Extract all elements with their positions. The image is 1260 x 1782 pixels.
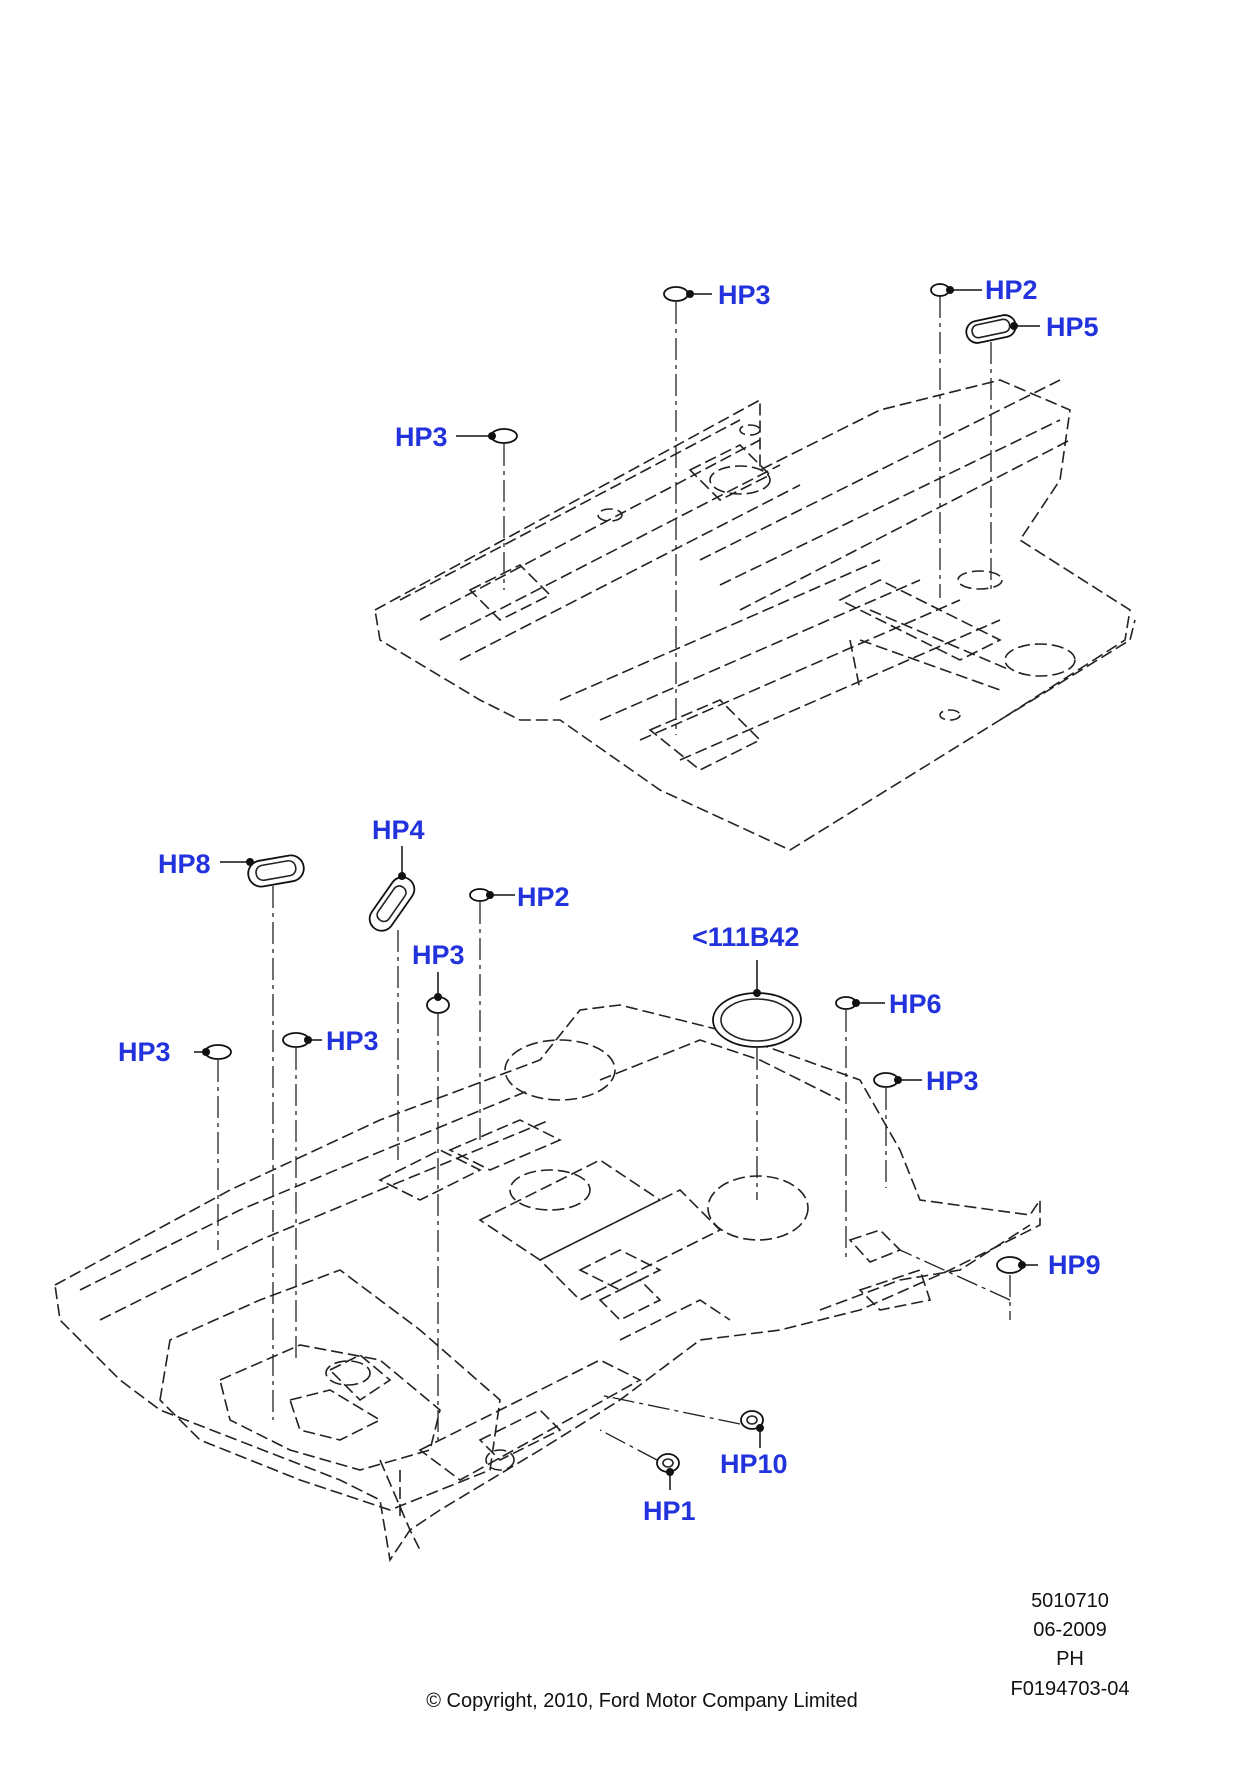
callout-hp6: HP6 <box>889 989 942 1019</box>
callout-hp10: HP10 <box>720 1449 788 1479</box>
copyright-notice: © Copyright, 2010, Ford Motor Company Li… <box>426 1690 858 1712</box>
plug-hp8 <box>247 854 305 888</box>
rear-floor-pan <box>54 1004 1041 1563</box>
plug-hp10 <box>740 1410 764 1430</box>
plug-hp4 <box>368 876 416 932</box>
callout-hp5: HP5 <box>1046 312 1099 342</box>
figure-number: F0194703-04 <box>1011 1678 1130 1700</box>
callout-hp3-d: HP3 <box>926 1066 979 1096</box>
plug-hp3-a <box>663 286 689 302</box>
lower-fasteners <box>194 846 1038 1490</box>
drawing-ph: PH <box>1056 1648 1084 1670</box>
callout-111b42: <111B42 <box>692 922 799 952</box>
upper-fasteners <box>456 283 1040 735</box>
callout-hp3-c: HP3 <box>412 940 465 970</box>
drawing-code: 5010710 <box>1031 1590 1109 1612</box>
callout-hp1: HP1 <box>643 1496 696 1526</box>
front-floor-pan <box>374 379 1136 851</box>
drawing-date: 06-2009 <box>1033 1619 1106 1641</box>
callout-hp4: HP4 <box>372 815 425 845</box>
callout-hp2-a: HP2 <box>985 275 1038 305</box>
callout-hp9: HP9 <box>1048 1250 1101 1280</box>
plug-111b42 <box>712 992 802 1048</box>
callout-hp3-a: HP3 <box>718 280 771 310</box>
info-block: 5010710 06-2009 PH F0194703-04 © Copyrig… <box>426 1590 1129 1712</box>
callout-hp3-f: HP3 <box>326 1026 379 1056</box>
callout-labels: HP3 HP2 HP5 HP3 HP4 HP8 HP2 HP3 <111B42 … <box>118 275 1101 1526</box>
callout-hp3-e: HP3 <box>118 1037 171 1067</box>
callout-hp3-b: HP3 <box>395 422 448 452</box>
callout-hp8: HP8 <box>158 849 211 879</box>
callout-hp2-b: HP2 <box>517 882 570 912</box>
